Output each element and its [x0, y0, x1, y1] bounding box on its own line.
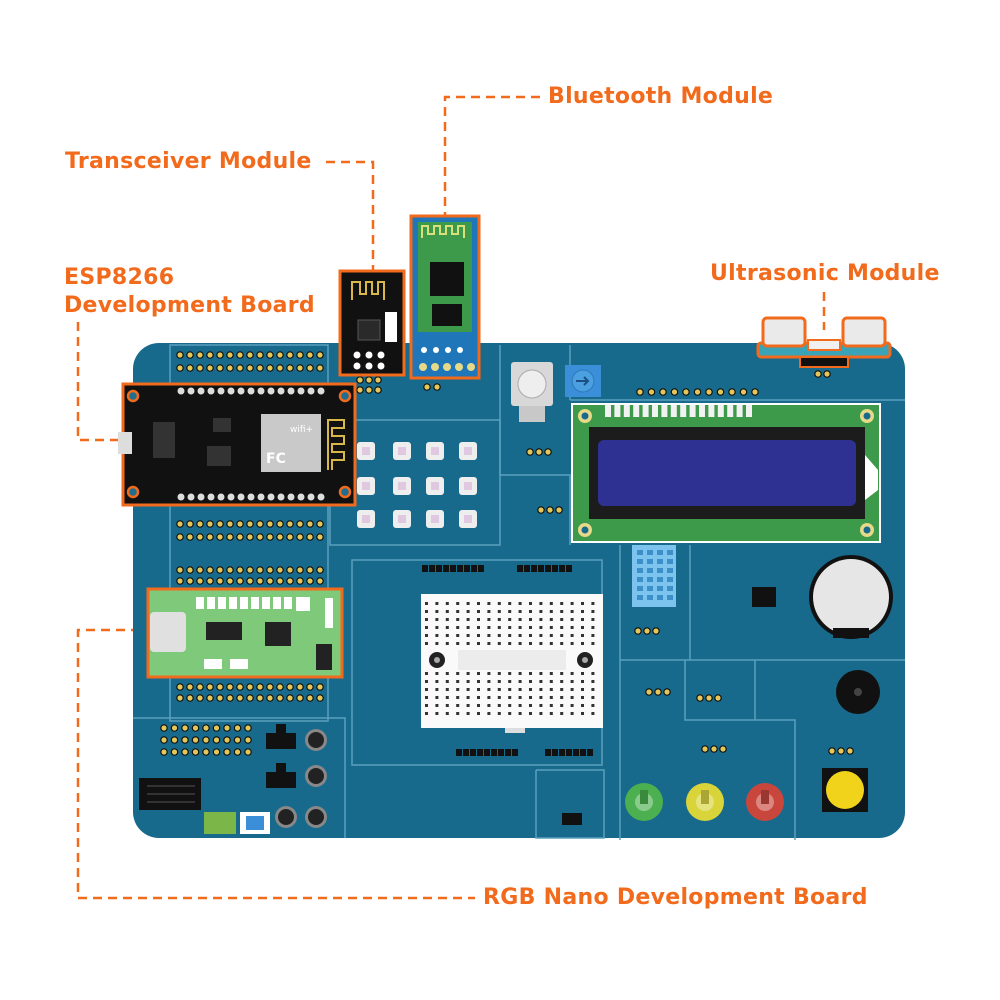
ultrasonic-module	[756, 316, 892, 368]
pin-headers	[160, 351, 854, 756]
label-bluetooth-module: Bluetooth Module	[548, 84, 774, 109]
label-ultrasonic-module: Ultrasonic Module	[710, 261, 940, 286]
capacitors	[275, 729, 327, 828]
rgb-led-matrix	[357, 442, 477, 528]
mini-breadboard	[421, 594, 603, 733]
label-esp8266-development-board: Development Board	[64, 293, 315, 318]
temperature-humidity-sensor	[632, 545, 676, 607]
voltage-regulators	[266, 587, 776, 825]
push-button	[822, 768, 868, 812]
potentiometer	[511, 362, 553, 422]
leader-bluetooth	[443, 95, 540, 215]
lcd-display	[571, 403, 881, 543]
coin-battery	[809, 555, 893, 639]
trimmer-potentiometer	[565, 365, 601, 397]
label-rgb-nano-development-board: RGB Nano Development Board	[483, 885, 868, 910]
dc-power-jack	[139, 778, 201, 810]
leader-esp8266	[76, 322, 120, 442]
led-yellow	[686, 783, 724, 821]
label-esp8266: ESP8266	[64, 265, 175, 290]
label-transceiver-module: Transceiver Module	[65, 149, 312, 174]
leader-transceiver	[326, 160, 375, 270]
leader-rgb-nano	[76, 628, 475, 900]
leader-lines	[76, 95, 826, 900]
terminal-block	[204, 812, 270, 834]
buzzer	[836, 670, 880, 714]
rgb-nano-board	[146, 587, 344, 679]
transceiver-module	[338, 269, 406, 377]
led-red	[746, 783, 784, 821]
wifi-logo: wifi+	[290, 425, 313, 435]
bluetooth-module	[409, 214, 481, 380]
lcd-screen	[598, 440, 856, 506]
esp8266-board: wifi+ FC	[118, 382, 357, 507]
led-green	[625, 783, 663, 821]
fcc-logo: FC	[266, 451, 286, 467]
